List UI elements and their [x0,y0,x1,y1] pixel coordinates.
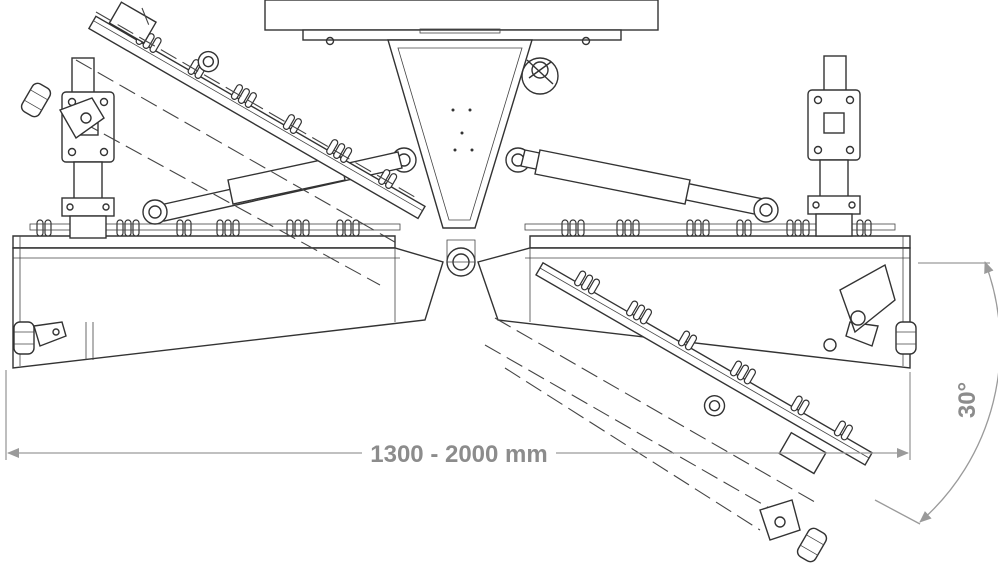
angle-dimension-arc [874,261,998,525]
left-post-assembly [61,57,115,239]
width-dimension-label: 1300 - 2000 mm [370,441,547,468]
left-raised-deck-outline [59,7,421,286]
angle-dimension-label: 30° [954,382,981,418]
top-mount-plate [264,0,659,46]
right-lowered-deck-outline [484,317,821,531]
right-lowered-wheel [759,263,896,565]
width-dimension-line [5,370,911,460]
left-mower-deck [12,219,444,369]
central-frame [387,39,559,277]
left-raised-deck [87,1,426,220]
right-post-assembly [807,55,861,237]
right-hydraulic-cylinder [520,149,779,223]
left-raised-wheel [18,80,105,140]
left-hydraulic-cylinder [142,151,403,225]
